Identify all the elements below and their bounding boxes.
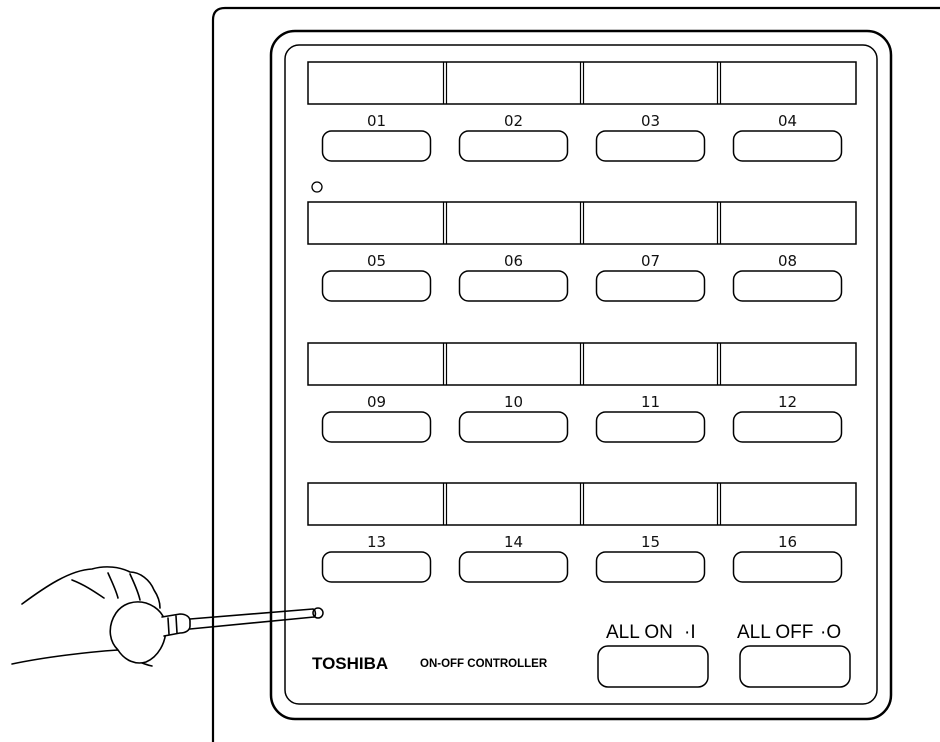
zone-number-label: 14 — [504, 533, 523, 551]
zone-button-06[interactable] — [458, 270, 569, 302]
zone-number-label: 06 — [504, 252, 523, 270]
name-plate-row — [307, 201, 857, 245]
zone-button-13[interactable] — [321, 551, 432, 583]
zone-button-07[interactable] — [595, 270, 706, 302]
zone-button-11[interactable] — [595, 411, 706, 443]
zone-number-label: 08 — [778, 252, 797, 270]
zone-number-label: 12 — [778, 393, 797, 411]
hand-holding-screwdriver-icon — [11, 566, 317, 667]
zone-number-label: 11 — [641, 393, 660, 411]
zone-button-02[interactable] — [458, 130, 569, 162]
zone-number-label: 16 — [778, 533, 797, 551]
all-off-label: ALL OFF — [737, 622, 813, 643]
zone-number-label: 15 — [641, 533, 660, 551]
zone-button-14[interactable] — [458, 551, 569, 583]
controller-inner-frame — [284, 44, 878, 705]
zone-button-05[interactable] — [321, 270, 432, 302]
brand-logo: TOSHIBA — [312, 654, 388, 673]
zone-button-09[interactable] — [321, 411, 432, 443]
name-plate-row — [307, 61, 857, 105]
product-name: ON-OFF CONTROLLER — [420, 658, 548, 670]
name-plate-row — [307, 342, 857, 386]
zone-number-label: 13 — [367, 533, 386, 551]
zone-number-label: 05 — [367, 252, 386, 270]
screwdriver-icon — [189, 608, 317, 630]
all-on-label: ALL ON — [606, 622, 673, 643]
zone-button-15[interactable] — [595, 551, 706, 583]
wall-outline — [211, 6, 940, 742]
status-led — [311, 181, 323, 193]
all-off-symbol: ·O — [820, 622, 841, 643]
zone-number-label: 03 — [641, 112, 660, 130]
zone-grid: 01 02 03 04 05 06 07 08 09 10 11 12 13 14 15 16 — [307, 61, 857, 583]
zone-button-16[interactable] — [732, 551, 843, 583]
zone-number-label: 07 — [641, 252, 660, 270]
zone-button-08[interactable] — [732, 270, 843, 302]
zone-button-03[interactable] — [595, 130, 706, 162]
zone-button-12[interactable] — [732, 411, 843, 443]
name-plate-row — [307, 482, 857, 526]
zone-number-label: 01 — [367, 112, 386, 130]
zone-button-10[interactable] — [458, 411, 569, 443]
all-on-symbol: ·I — [684, 622, 696, 643]
zone-number-label: 02 — [504, 112, 523, 130]
zone-button-04[interactable] — [732, 130, 843, 162]
zone-number-label: 04 — [778, 112, 797, 130]
zone-number-label: 09 — [367, 393, 386, 411]
zone-number-label: 10 — [504, 393, 523, 411]
all-on-button[interactable] — [597, 645, 709, 688]
all-off-button[interactable] — [739, 645, 851, 688]
zone-button-01[interactable] — [321, 130, 432, 162]
